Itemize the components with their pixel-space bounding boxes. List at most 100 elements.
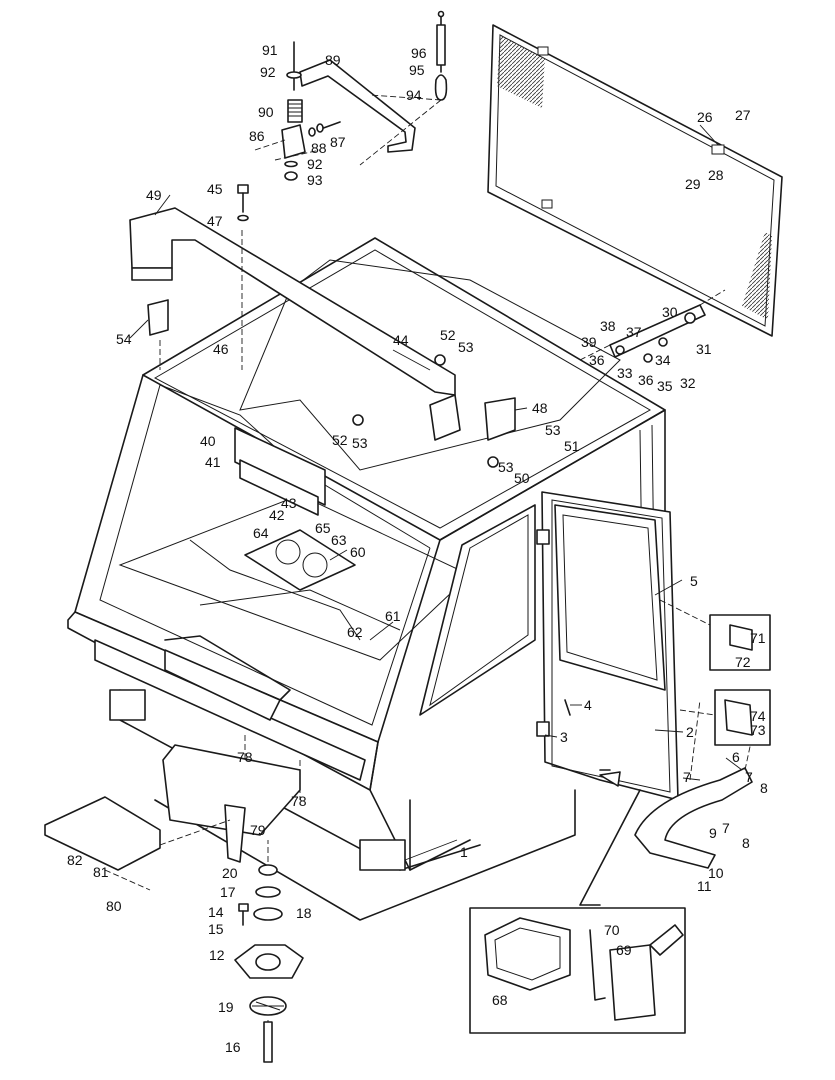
callout-87: 87 — [330, 134, 346, 150]
callout-42: 42 — [269, 507, 285, 523]
callout-88: 88 — [311, 140, 327, 156]
callout-4: 4 — [584, 697, 592, 713]
callout-37: 37 — [626, 324, 642, 340]
callout-7a: 7 — [683, 769, 691, 785]
callout-49: 49 — [146, 187, 162, 203]
callout-71: 71 — [750, 630, 766, 646]
callout-91: 91 — [262, 42, 278, 58]
callout-16: 16 — [225, 1039, 241, 1055]
callout-60: 60 — [350, 544, 366, 560]
callout-53c: 53 — [545, 422, 561, 438]
callout-29: 29 — [685, 176, 701, 192]
callout-9: 9 — [709, 825, 717, 841]
callout-11: 11 — [697, 878, 712, 894]
callout-40: 40 — [200, 433, 216, 449]
callout-30: 30 — [662, 304, 678, 320]
latch-details — [659, 599, 771, 746]
callout-78a: 78 — [237, 749, 253, 765]
callout-54: 54 — [116, 331, 132, 347]
callout-52a: 52 — [440, 327, 456, 343]
engine-mount-stack — [234, 840, 304, 1063]
callout-46: 46 — [213, 341, 229, 357]
callout-63: 63 — [331, 532, 347, 548]
callout-94: 94 — [406, 87, 422, 103]
callout-53b: 53 — [352, 435, 368, 451]
callout-68: 68 — [492, 992, 508, 1008]
callout-10: 10 — [708, 865, 724, 881]
callout-14: 14 — [208, 904, 224, 920]
callout-89: 89 — [325, 52, 341, 68]
callout-31: 31 — [696, 341, 712, 357]
callout-18: 18 — [296, 905, 312, 921]
callout-26: 26 — [697, 109, 713, 125]
callout-17: 17 — [220, 884, 236, 900]
callout-95: 95 — [409, 62, 425, 78]
callout-80: 80 — [106, 898, 122, 914]
leader-lines — [129, 124, 743, 861]
callout-73: 73 — [750, 722, 766, 738]
callout-92b: 92 — [307, 156, 323, 172]
callout-72: 72 — [735, 654, 751, 670]
callout-52b: 52 — [332, 432, 348, 448]
front-covers — [44, 735, 301, 891]
callout-48: 48 — [532, 400, 548, 416]
callout-7b: 7 — [745, 769, 753, 785]
callout-64: 64 — [253, 525, 269, 541]
mount-bracket-assembly — [254, 10, 448, 181]
callout-53a: 53 — [458, 339, 474, 355]
callout-35: 35 — [657, 378, 673, 394]
callout-labels: 1 2 3 4 5 6 7 7 7 8 8 9 10 11 12 14 15 1… — [67, 42, 768, 1055]
callout-27: 27 — [735, 107, 751, 123]
callout-19: 19 — [218, 999, 234, 1015]
cab-door — [536, 491, 679, 801]
callout-8b: 8 — [742, 835, 750, 851]
callout-92a: 92 — [260, 64, 276, 80]
callout-32: 32 — [680, 375, 696, 391]
callout-50: 50 — [514, 470, 530, 486]
callout-62: 62 — [347, 624, 363, 640]
callout-38: 38 — [600, 318, 616, 334]
callout-45: 45 — [207, 181, 223, 197]
callout-3: 3 — [560, 729, 568, 745]
callout-74: 74 — [750, 708, 766, 724]
callout-79: 79 — [250, 822, 266, 838]
roof-bolt — [237, 184, 249, 222]
rear-window-panel — [487, 24, 783, 337]
callout-51: 51 — [564, 438, 580, 454]
cab-body — [67, 207, 666, 921]
callout-2: 2 — [686, 724, 694, 740]
callout-36a: 36 — [589, 352, 605, 368]
door-handle-inset — [469, 769, 686, 1034]
callout-33: 33 — [617, 365, 633, 381]
callout-1: 1 — [460, 844, 468, 860]
callout-7c: 7 — [722, 820, 730, 836]
cab-line-drawing — [44, 10, 783, 1063]
callout-8a: 8 — [760, 780, 768, 796]
callout-96: 96 — [411, 45, 427, 61]
callout-5: 5 — [690, 573, 698, 589]
callout-47: 47 — [207, 213, 223, 229]
strut-bracket-assembly — [579, 289, 726, 363]
callout-93: 93 — [307, 172, 323, 188]
callout-61: 61 — [385, 608, 401, 624]
callout-15: 15 — [208, 921, 224, 937]
callout-70: 70 — [604, 922, 620, 938]
callout-53d: 53 — [498, 459, 514, 475]
callout-65: 65 — [315, 520, 331, 536]
callout-28: 28 — [708, 167, 724, 183]
callout-41: 41 — [205, 454, 221, 470]
callout-81: 81 — [93, 864, 109, 880]
callout-36b: 36 — [638, 372, 654, 388]
callout-90: 90 — [258, 104, 274, 120]
callout-69: 69 — [616, 942, 632, 958]
callout-20: 20 — [222, 865, 238, 881]
callout-12: 12 — [209, 947, 225, 963]
callout-44: 44 — [393, 332, 409, 348]
callout-34: 34 — [655, 352, 671, 368]
callout-6: 6 — [732, 749, 740, 765]
callout-82: 82 — [67, 852, 83, 868]
callout-43: 43 — [281, 495, 297, 511]
callout-86: 86 — [249, 128, 265, 144]
callout-39: 39 — [581, 334, 597, 350]
